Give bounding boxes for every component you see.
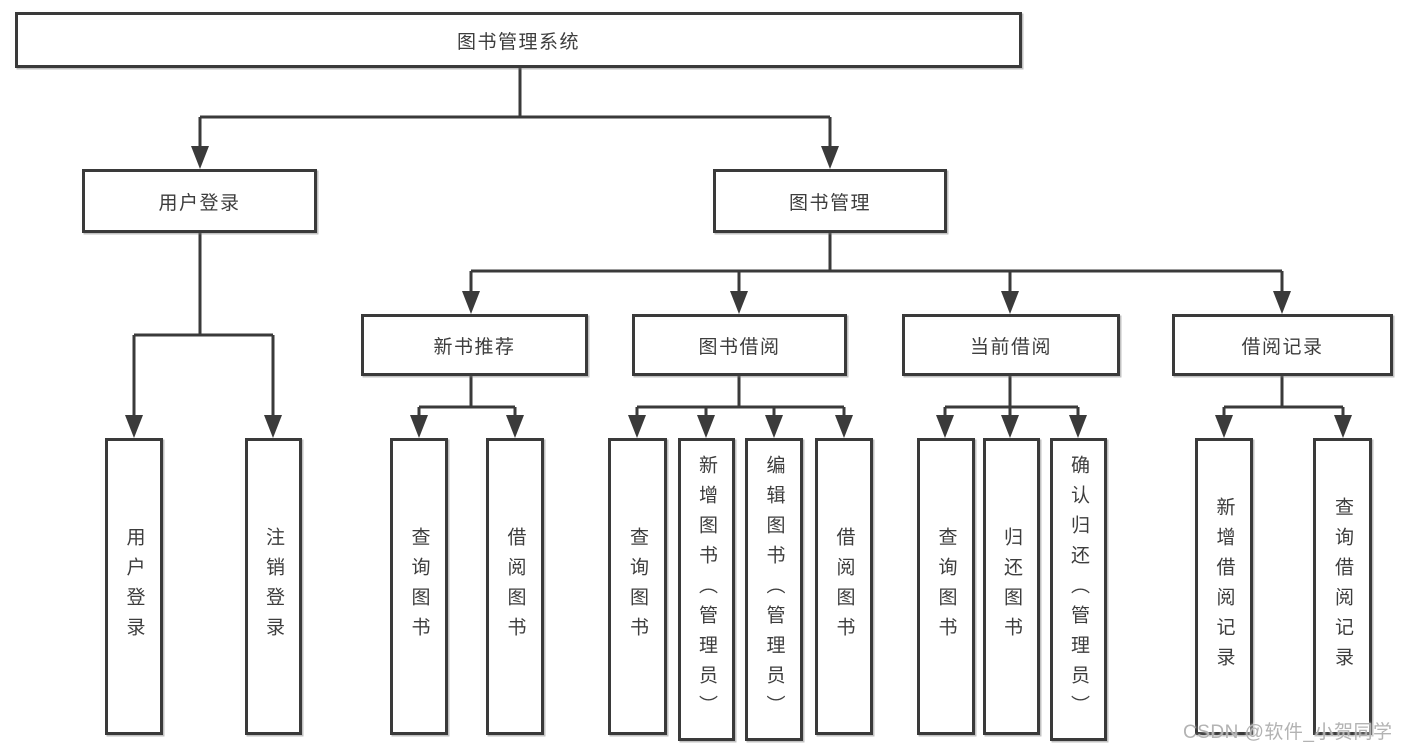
node-label: 用户登录 [158,192,241,214]
leaf-query-books-current: 查询图书 [917,438,975,735]
arrow-down-icon [821,146,839,169]
node-label: 注销登录 [263,526,284,647]
arrow-down-icon [628,415,646,438]
node-label: 新增借阅记录 [1213,496,1235,677]
node-borrow-records: 借阅记录 [1172,314,1393,376]
node-book-borrow: 图书借阅 [632,314,847,376]
csdn-watermark: CSDN @软件_小贺同学 [1183,722,1393,743]
node-label: 编辑图书（管理员） [763,454,785,725]
node-label: 用户登录 [123,526,145,647]
leaf-edit-books-admin: 编辑图书（管理员） [745,438,803,741]
leaf-borrow-books-rec: 借阅图书 [486,438,544,735]
arrow-down-icon [1215,415,1233,438]
connector-user-login-stem [134,233,273,337]
connector-root-stem [200,67,830,119]
leaf-query-books-borrow: 查询图书 [608,438,667,735]
connector-book-borrow-stem [637,376,844,409]
arrow-down-icon [1334,415,1352,438]
node-label: 查询借阅记录 [1332,496,1353,677]
leaf-query-books-rec: 查询图书 [390,438,448,735]
node-label: 当前借阅 [969,336,1052,358]
connector-book-mgmt-stem [471,233,1282,273]
arrow-down-icon [765,415,783,438]
leaf-confirm-return-admin: 确认归还（管理员） [1050,438,1107,741]
connector-new-book-rec-stem [419,376,515,409]
node-label: 查询图书 [935,526,957,647]
leaf-borrow-books: 借阅图书 [815,438,873,735]
node-book-mgmt: 图书管理 [713,169,947,233]
arrow-down-icon [506,415,524,438]
arrow-down-icon [835,415,853,438]
node-current-borrow: 当前借阅 [902,314,1120,376]
connector-borrow-records-stem [1224,376,1343,409]
node-root-system: 图书管理系统 [15,12,1022,68]
arrow-down-icon [264,415,282,438]
arrow-down-icon [936,415,954,438]
leaf-query-borrow-record: 查询借阅记录 [1313,438,1372,735]
arrow-down-icon [125,415,143,438]
node-label: 查询图书 [408,526,430,647]
node-label: 借阅记录 [1241,336,1324,358]
node-label: 确认归还（管理员） [1068,454,1089,725]
node-label: 借阅图书 [833,526,855,647]
arrow-down-icon [410,415,428,438]
node-label: 图书借阅 [698,336,781,358]
leaf-add-books-admin: 新增图书（管理员） [678,438,735,741]
arrow-down-icon [730,291,748,314]
leaf-add-borrow-record: 新增借阅记录 [1195,438,1253,735]
node-label: 新增图书（管理员） [696,454,717,725]
arrow-down-icon [697,415,715,438]
node-label: 借阅图书 [504,526,526,647]
arrow-down-icon [1273,291,1291,314]
node-label: 图书管理 [788,192,871,214]
connector-current-borrow-stem [945,376,1078,409]
arrow-down-icon [191,146,209,169]
leaf-user-login: 用户登录 [105,438,163,735]
arrow-down-icon [462,291,480,314]
node-label: 图书管理系统 [456,31,580,53]
node-label: 查询图书 [627,526,648,647]
arrow-down-icon [1001,291,1019,314]
leaf-logout: 注销登录 [245,438,302,735]
arrow-down-icon [1069,415,1087,438]
node-new-book-rec: 新书推荐 [361,314,588,376]
node-user-login: 用户登录 [82,169,317,233]
node-label: 归还图书 [1001,526,1022,647]
node-label: 新书推荐 [433,336,516,358]
leaf-return-books: 归还图书 [983,438,1040,735]
arrow-down-icon [1001,415,1019,438]
